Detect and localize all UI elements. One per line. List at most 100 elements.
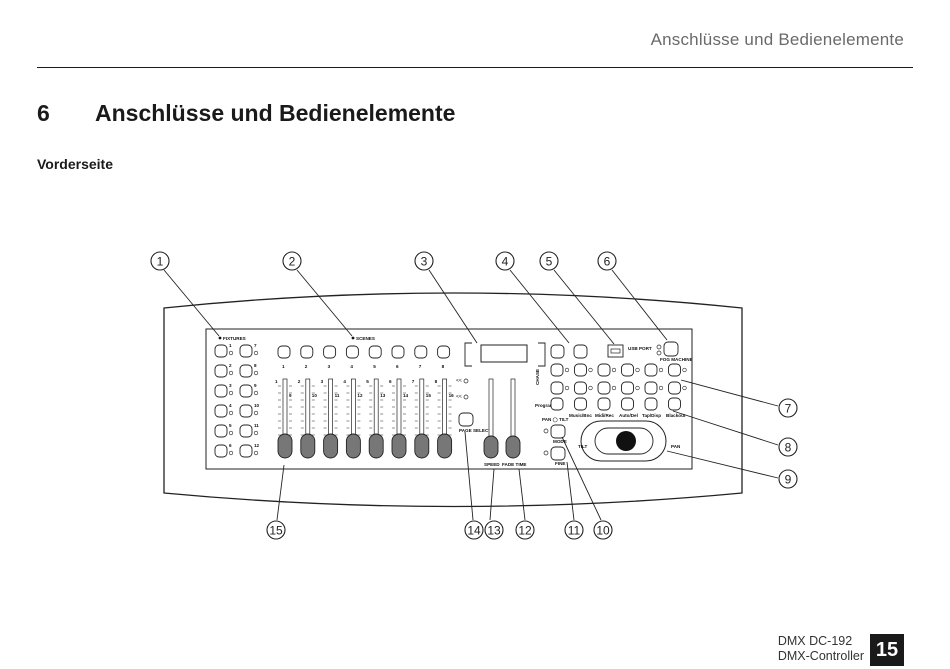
fader-top-number: 3 bbox=[321, 379, 324, 384]
fader-top-number: 7 bbox=[412, 379, 415, 384]
fixture-led bbox=[228, 390, 234, 396]
svg-text:3: 3 bbox=[421, 255, 428, 269]
fader-knob bbox=[300, 433, 316, 459]
chase-button bbox=[621, 363, 634, 377]
fixture-number: 12 bbox=[254, 443, 260, 448]
chase-led bbox=[564, 385, 570, 391]
scene-button bbox=[323, 345, 337, 359]
fader-lower-number: 14 bbox=[403, 393, 409, 398]
fader-knob bbox=[368, 433, 384, 459]
callout-1: 1 bbox=[150, 251, 170, 271]
scene-number: 1 bbox=[282, 364, 285, 369]
chapter-heading: 6 Anschlüsse und Bedienelemente bbox=[37, 100, 455, 127]
fixture-button bbox=[214, 424, 228, 438]
usb-port bbox=[607, 344, 624, 358]
fader-lower-number: 11 bbox=[335, 393, 340, 398]
speed-fader bbox=[483, 378, 499, 459]
pan-tilt-label: PAN ◯ TILT bbox=[542, 417, 569, 423]
fixture-number: 9 bbox=[254, 383, 257, 388]
chase-button bbox=[668, 381, 681, 395]
svg-text:9: 9 bbox=[785, 473, 792, 487]
fixture-number: 1 bbox=[229, 343, 232, 348]
fader-slot bbox=[351, 378, 356, 438]
chase-button bbox=[668, 363, 681, 377]
chase-buttons bbox=[550, 363, 687, 395]
svg-text:12: 12 bbox=[518, 524, 532, 538]
fixtures-label: FIXTURES bbox=[223, 336, 246, 341]
fader-top-number: 1 bbox=[275, 379, 278, 384]
fixture-led bbox=[228, 450, 234, 456]
midi-rec-label: Midi/Rec bbox=[595, 413, 614, 418]
program-button bbox=[550, 397, 564, 411]
fade-time-fader bbox=[505, 378, 521, 459]
fog-machine-button bbox=[663, 341, 679, 357]
scene-button bbox=[300, 345, 314, 359]
fader-slot bbox=[328, 378, 333, 438]
auto-del-label: Auto/Del bbox=[619, 413, 638, 418]
fader-knob bbox=[437, 433, 453, 459]
callout-4: 4 bbox=[495, 251, 515, 271]
footer-model-info: DMX DC-192 DMX-Controller bbox=[778, 634, 864, 664]
svg-text:10: 10 bbox=[596, 524, 610, 538]
scene-button bbox=[368, 345, 382, 359]
chase-button bbox=[550, 381, 564, 395]
fixture-button bbox=[214, 444, 228, 458]
fader-top-number: 2 bbox=[298, 379, 301, 384]
fixture-button bbox=[239, 424, 253, 438]
chase-led bbox=[635, 367, 640, 373]
svg-text:2: 2 bbox=[289, 255, 296, 269]
page-number: 15 bbox=[870, 634, 904, 666]
fixture-button bbox=[239, 364, 253, 378]
callout-5: 5 bbox=[539, 251, 559, 271]
program-row-buttons bbox=[550, 397, 681, 411]
fader-lower-number: 16 bbox=[449, 393, 455, 398]
chase-led bbox=[635, 385, 640, 391]
fader-lower-number: 9 bbox=[289, 393, 292, 398]
fixture-number: 3 bbox=[229, 383, 232, 388]
fader-slot bbox=[282, 378, 288, 438]
fixture-button bbox=[214, 344, 228, 358]
fine-button bbox=[550, 446, 566, 461]
lcd-display bbox=[480, 344, 528, 363]
blackout-label: Blackout bbox=[666, 413, 686, 418]
svg-text:8: 8 bbox=[785, 441, 792, 455]
svg-text:4: 4 bbox=[502, 255, 509, 269]
chase-led bbox=[588, 385, 593, 391]
chapter-number: 6 bbox=[37, 100, 50, 126]
program-button bbox=[668, 397, 681, 411]
scene-number: 6 bbox=[396, 364, 399, 369]
music-bnk-label: Music/Bnc bbox=[569, 413, 592, 418]
svg-text:7: 7 bbox=[785, 402, 792, 416]
fixture-button bbox=[239, 444, 253, 458]
chase-button bbox=[574, 381, 587, 395]
fader-knob bbox=[345, 433, 361, 459]
svg-text:<<: << bbox=[456, 394, 462, 400]
fixture-button bbox=[239, 344, 253, 358]
program-button bbox=[621, 397, 634, 411]
pan-label: PAN bbox=[671, 444, 681, 449]
chase-led bbox=[682, 385, 687, 391]
chapter-title: Anschlüsse und Bedienelemente bbox=[95, 100, 456, 126]
fader-slot bbox=[373, 378, 379, 438]
fader-slot bbox=[419, 378, 425, 438]
callout-2: 2 bbox=[282, 251, 302, 271]
fader-knob bbox=[414, 433, 430, 459]
callout-8: 8 bbox=[778, 437, 798, 457]
scene-number: 4 bbox=[350, 364, 353, 369]
chase-led bbox=[588, 367, 593, 373]
svg-text:5: 5 bbox=[546, 255, 553, 269]
fader-lower-number: 15 bbox=[426, 393, 432, 398]
fader-knob bbox=[323, 433, 339, 459]
scene-button bbox=[437, 345, 451, 359]
scene-button bbox=[414, 345, 428, 359]
chase-led bbox=[564, 367, 570, 373]
fixture-button bbox=[239, 404, 253, 418]
svg-text:1: 1 bbox=[157, 255, 164, 269]
fixture-number: 10 bbox=[254, 403, 260, 408]
callout-3: 3 bbox=[414, 251, 434, 271]
fixture-led bbox=[253, 350, 259, 356]
joystick-knob bbox=[616, 431, 636, 451]
fader-slot bbox=[305, 378, 311, 438]
callout-12: 12 bbox=[515, 520, 535, 540]
